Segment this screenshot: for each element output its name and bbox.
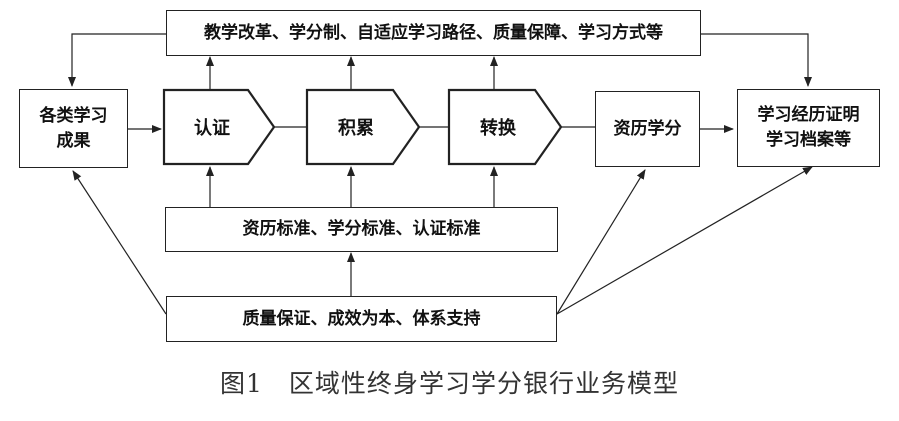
learning-results-box: 各类学习 成果: [19, 89, 128, 168]
figure-caption: 图1 区域性终身学习学分银行业务模型: [220, 369, 679, 398]
step-certify: 认证: [164, 90, 260, 164]
step-convert-label: 转换: [480, 118, 516, 139]
convert-chevron-shape: [447, 88, 563, 166]
top-factors-label: 教学改革、学分制、自适应学习路径、质量保障、学习方式等: [204, 22, 663, 43]
accumulate-chevron-shape: [305, 88, 421, 166]
arrow-quality-to-results: [72, 170, 167, 315]
arrow-quality-to-record: [556, 166, 813, 315]
quality-bar: 质量保证、成效为本、体系支持: [166, 296, 557, 342]
learning-record-line1: 学习经历证明: [757, 105, 860, 126]
credit-label: 资历学分: [613, 118, 682, 139]
learning-record-line2: 学习档案等: [766, 130, 851, 150]
learning-results-line1: 各类学习: [39, 105, 108, 126]
step-accumulate-label: 积累: [338, 118, 374, 139]
standards-label: 资历标准、学分标准、认证标准: [242, 219, 481, 240]
step-accumulate: 积累: [307, 90, 405, 164]
quality-label: 质量保证、成效为本、体系支持: [242, 308, 481, 329]
arrow-topbar-to-results: [68, 33, 166, 87]
standards-bar: 资历标准、学分标准、认证标准: [165, 207, 558, 252]
step-certify-label: 认证: [194, 118, 230, 139]
arrow-topbar-to-record: [701, 33, 812, 87]
top-factors-bar: 教学改革、学分制、自适应学习路径、质量保障、学习方式等: [166, 10, 701, 56]
certify-chevron-shape: [162, 88, 276, 166]
arrow-quality-to-credit: [556, 169, 646, 315]
learning-results-line2: 成果: [56, 130, 91, 151]
credit-box: 资历学分: [595, 91, 700, 167]
learning-record-box: 学习经历证明 学习档案等: [737, 89, 880, 167]
step-convert: 转换: [449, 90, 547, 164]
